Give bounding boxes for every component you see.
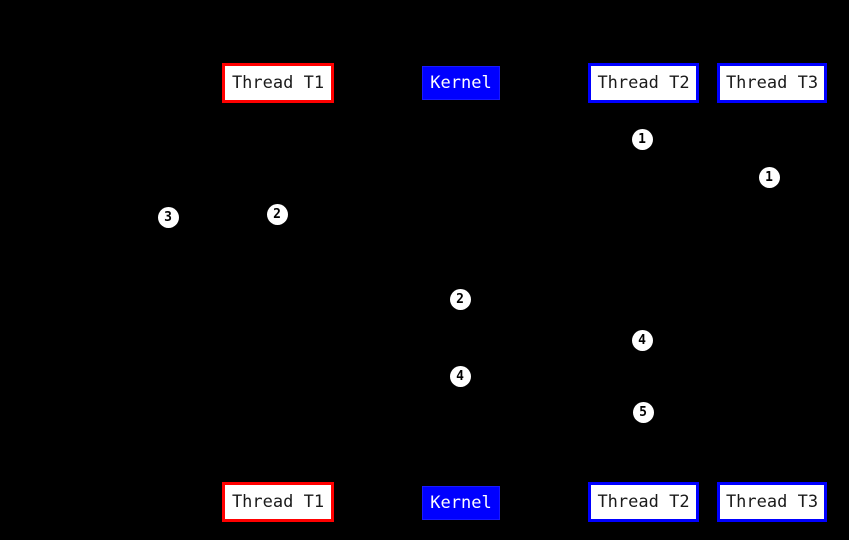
- step-marker-1: 1: [758, 166, 780, 188]
- step-marker-4: 4: [631, 329, 653, 351]
- participant-thread-t1-bottom: Thread T1: [222, 482, 334, 522]
- step-marker-3: 3: [157, 206, 179, 228]
- participant-kernel-bottom: Kernel: [422, 486, 500, 520]
- participant-kernel-top: Kernel: [422, 66, 500, 100]
- step-marker-2: 2: [266, 203, 288, 225]
- participant-thread-t1-top: Thread T1: [222, 63, 334, 103]
- step-marker-2: 2: [449, 288, 471, 310]
- participant-thread-t2-bottom: Thread T2: [588, 482, 699, 522]
- step-marker-5: 5: [632, 401, 654, 423]
- step-marker-4: 4: [449, 365, 471, 387]
- participant-thread-t2-top: Thread T2: [588, 63, 699, 103]
- participant-thread-t3-top: Thread T3: [717, 63, 827, 103]
- step-marker-1: 1: [631, 128, 653, 150]
- participant-thread-t3-bottom: Thread T3: [717, 482, 827, 522]
